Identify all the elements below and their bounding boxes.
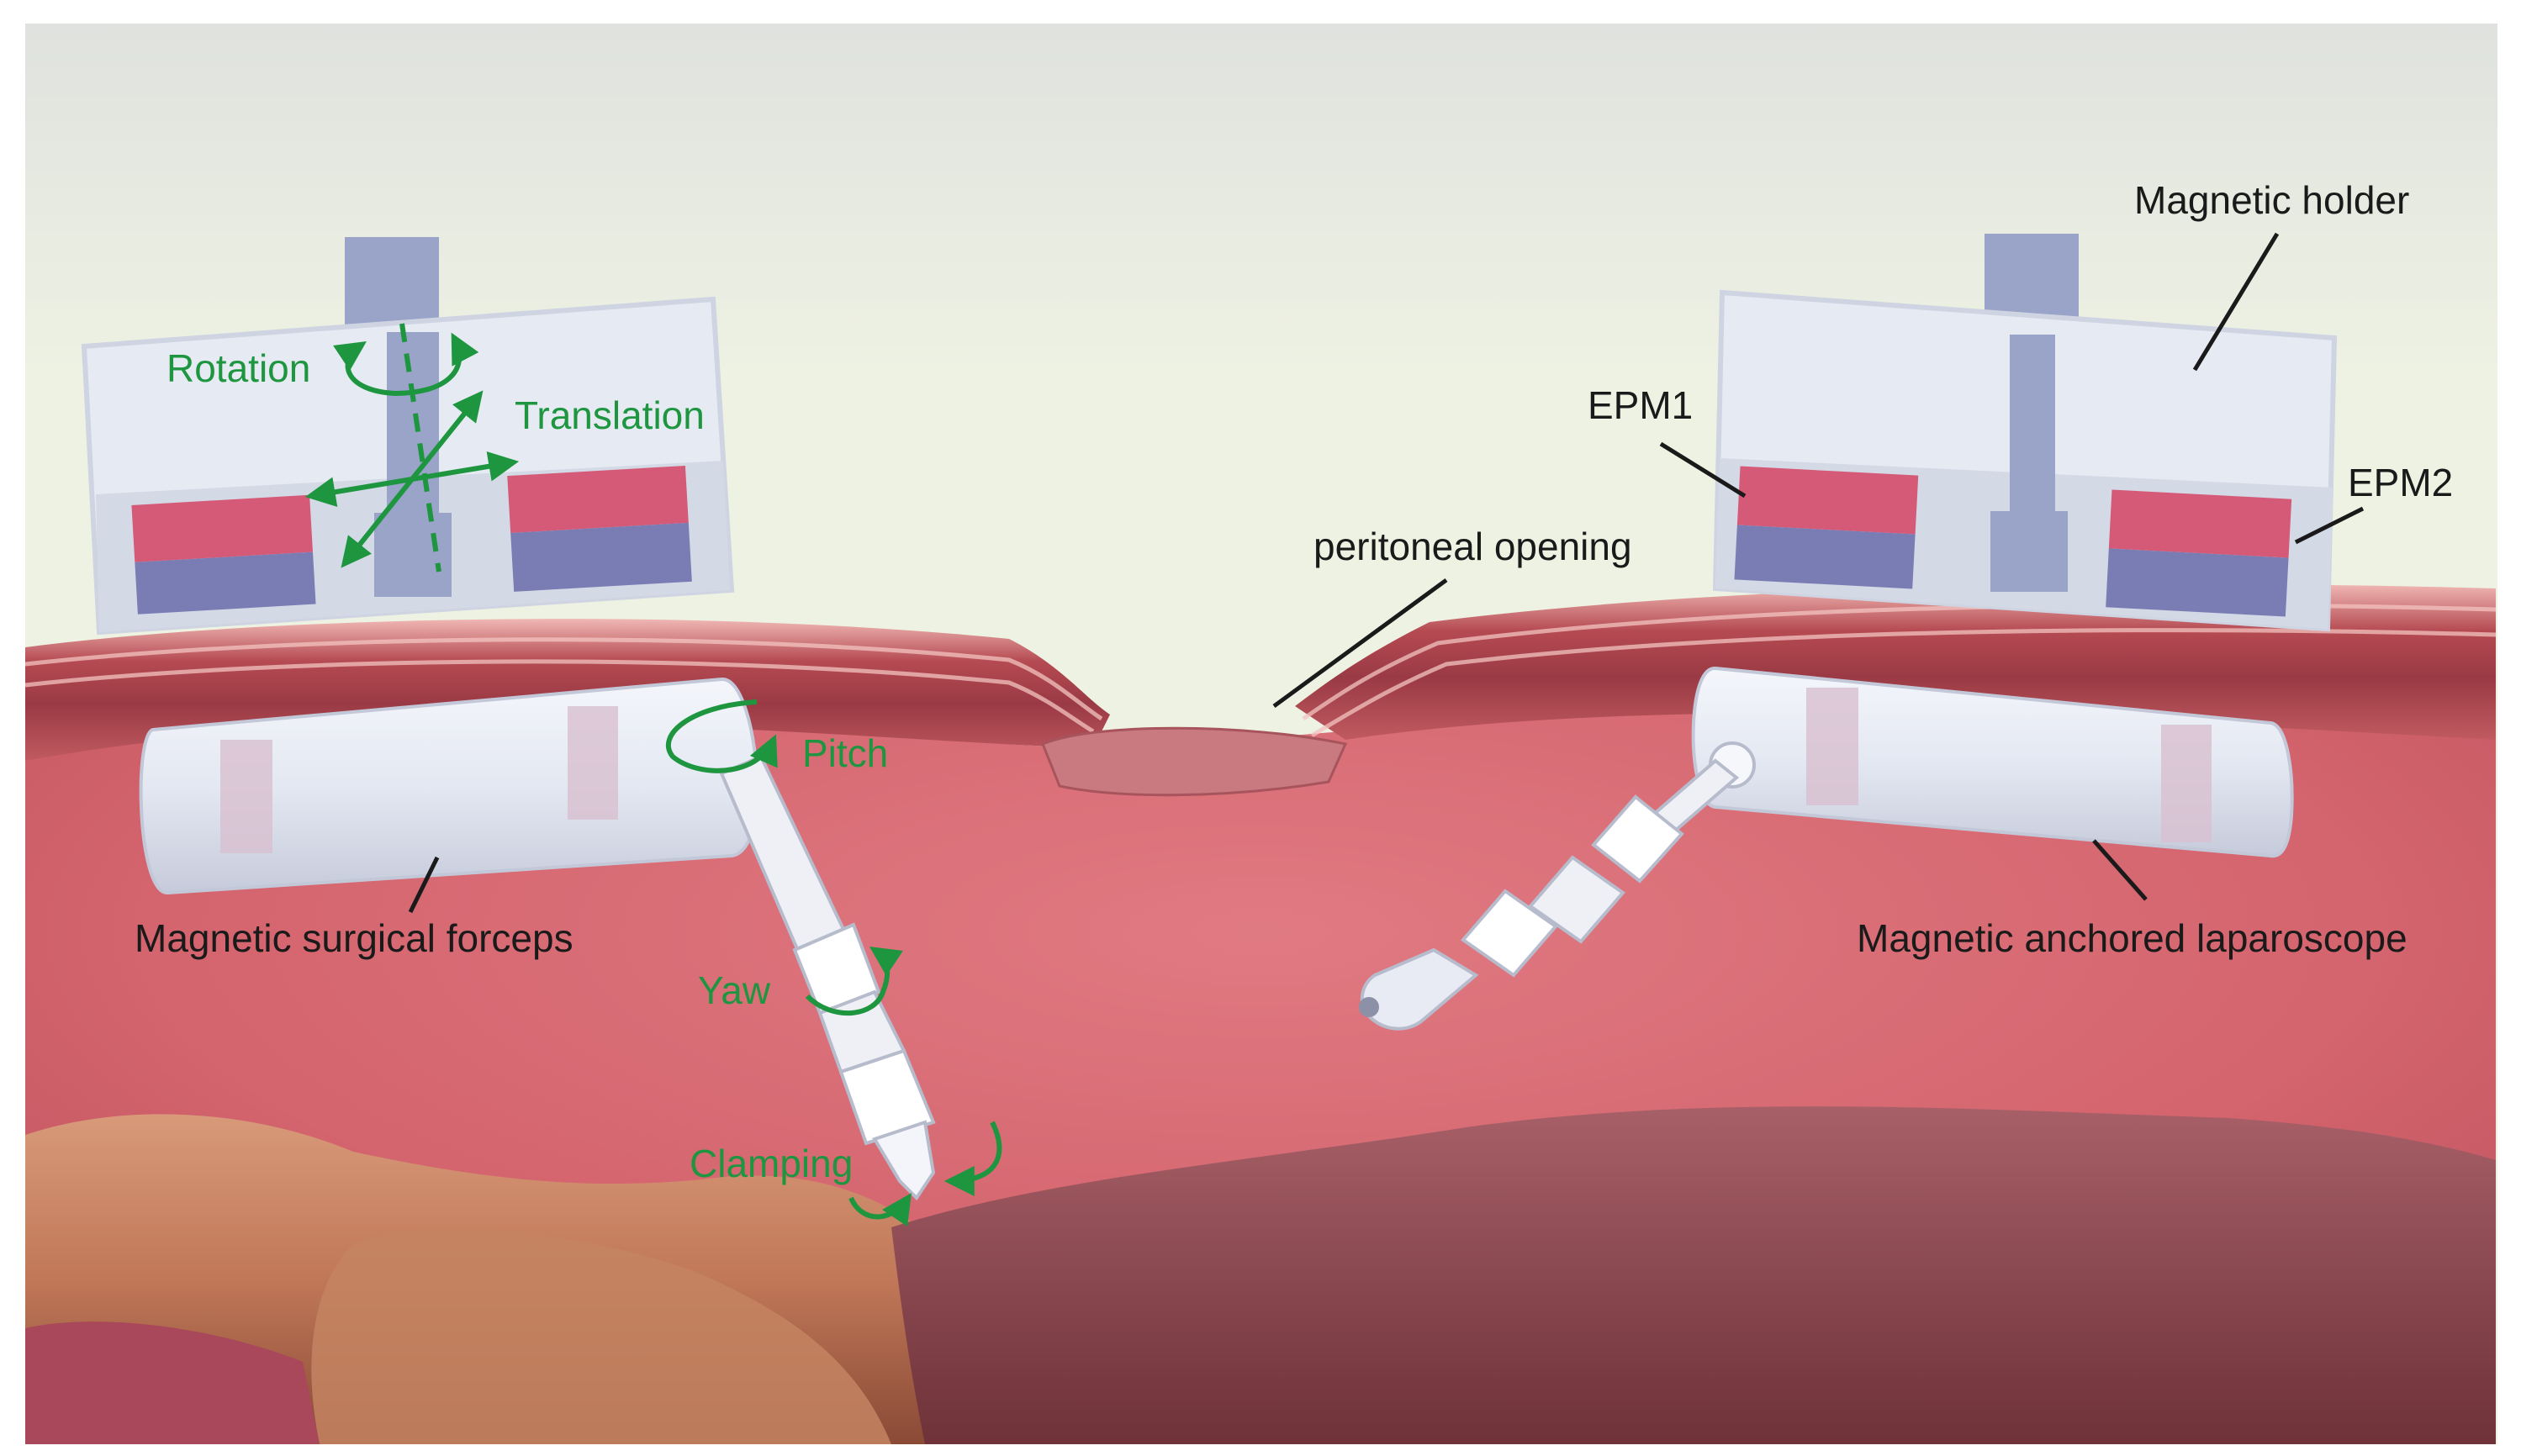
yaw-arrow — [805, 947, 903, 1016]
laparoscope-band-right — [2161, 725, 2212, 842]
right-organ — [891, 1106, 2496, 1444]
left-holder-magnet-b — [507, 465, 692, 592]
leader-peritoneal-opening — [1272, 578, 1448, 709]
label-pitch: Pitch — [802, 731, 888, 775]
leader-magnetic-holder — [2192, 232, 2280, 372]
laparoscope-arm-3 — [1528, 855, 1625, 944]
peritoneal-opening-plug — [1041, 726, 1348, 797]
label-peritoneal-opening: peritoneal opening — [1313, 525, 1632, 568]
forceps-band-left — [220, 740, 272, 853]
forceps-arm-link — [792, 922, 881, 1016]
label-epm2: EPM2 — [2348, 461, 2453, 504]
pitch-arrow — [665, 699, 778, 773]
laparoscope-arm-4 — [1461, 889, 1558, 978]
label-rotation: Rotation — [166, 346, 310, 390]
right-magnetic-holder — [1712, 234, 2338, 632]
clamping-arrow-right — [943, 1121, 1002, 1196]
left-organ-lobe — [311, 1228, 892, 1444]
label-clamping: Clamping — [690, 1142, 853, 1185]
label-magnetic-anchored-laparoscope: Magnetic anchored laparoscope — [1857, 916, 2407, 960]
leader-epm2 — [2294, 506, 2365, 545]
label-epm1: EPM1 — [1588, 383, 1693, 427]
epm2-magnet — [2106, 489, 2292, 617]
clamping-arrow-left — [848, 1193, 912, 1227]
laparoscope-band-left — [1806, 688, 1858, 805]
left-holder-shaft-collar — [374, 513, 452, 597]
label-magnetic-surgical-forceps: Magnetic surgical forceps — [135, 916, 573, 960]
leader-epm1 — [1659, 441, 1747, 499]
epm1-magnet — [1734, 466, 1919, 589]
label-magnetic-holder: Magnetic holder — [2134, 178, 2409, 222]
label-translation: Translation — [515, 393, 705, 437]
leader-lines — [408, 232, 2365, 914]
laparoscope-arm-2 — [1591, 794, 1684, 884]
forceps-arm-lower — [838, 1048, 936, 1146]
laparoscope-lens — [1359, 997, 1379, 1017]
magnetic-anchored-laparoscope — [1359, 667, 2294, 1031]
abdominal-wall-right — [1295, 583, 2496, 740]
forceps-band-right — [568, 706, 618, 820]
bottom-left-tissue — [25, 1321, 320, 1444]
right-holder-shaft-collar — [1990, 511, 2068, 592]
leader-laparoscope — [2092, 839, 2148, 901]
translation-arrow — [304, 390, 520, 568]
forceps-jaw — [872, 1120, 936, 1201]
magnetic-surgical-forceps — [139, 678, 936, 1201]
leader-forceps — [408, 856, 440, 914]
label-yaw: Yaw — [698, 968, 771, 1012]
left-holder-magnet-a — [131, 494, 316, 615]
